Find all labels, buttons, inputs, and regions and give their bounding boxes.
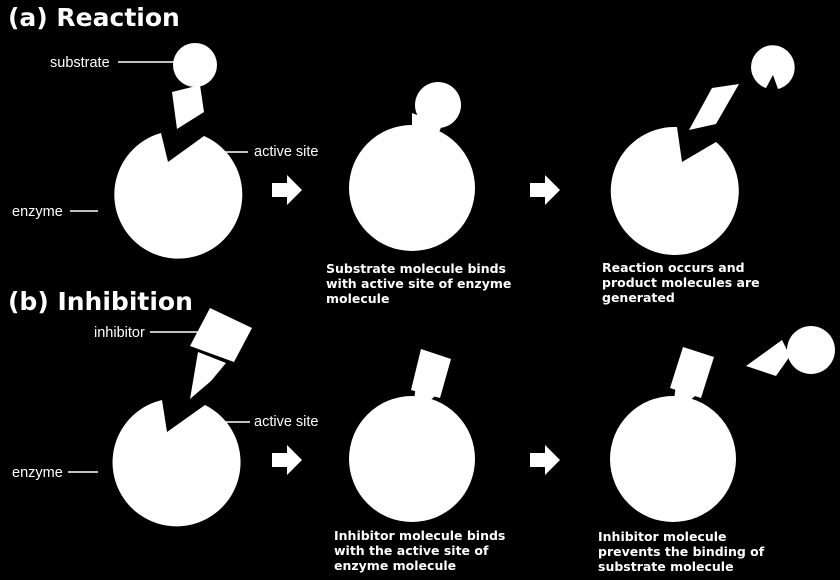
inhibitor-label: inhibitor: [94, 325, 145, 341]
substrate-molecule: [172, 43, 217, 129]
enzyme-shape: [112, 400, 241, 527]
inhibition-heading: (b) Inhibition: [8, 287, 193, 316]
blocked-substrate-molecule: [746, 326, 835, 376]
product-molecule-circle: [751, 45, 795, 89]
enzyme-label: enzyme: [12, 465, 63, 481]
enzyme-shape: [114, 133, 243, 259]
enzyme-inhibitor-complex: [349, 349, 475, 522]
product-molecule-diamond: [689, 84, 739, 130]
arrow-right-icon: [530, 445, 560, 475]
reaction-enzyme-free: [114, 133, 243, 259]
inhibition-enzyme-free: [112, 400, 241, 527]
reaction-product-caption: Reaction occurs and product molecules ar…: [602, 260, 764, 305]
enzyme-label: enzyme: [12, 204, 63, 220]
reaction-bind-caption: Substrate molecule binds with active sit…: [326, 261, 516, 306]
arrow-right-icon: [530, 175, 560, 205]
active-site-label: active site: [254, 144, 318, 160]
reaction-enzyme-after: [610, 126, 739, 255]
active-site-label: active site: [254, 414, 318, 430]
reaction-heading: (a) Reaction: [8, 3, 180, 32]
arrow-right-icon: [272, 445, 302, 475]
enzyme-shape: [610, 126, 739, 255]
arrow-right-icon: [272, 175, 302, 205]
substrate-label: substrate: [50, 55, 110, 71]
inhibition-block-caption: Inhibitor molecule prevents the binding …: [598, 529, 769, 574]
enzyme-inhibitor-complex-blocked: [610, 347, 736, 522]
inhibitor-molecule: [190, 308, 252, 399]
inhibition-bind-caption: Inhibitor molecule binds with the active…: [334, 528, 510, 573]
enzyme-substrate-complex: [349, 82, 475, 251]
